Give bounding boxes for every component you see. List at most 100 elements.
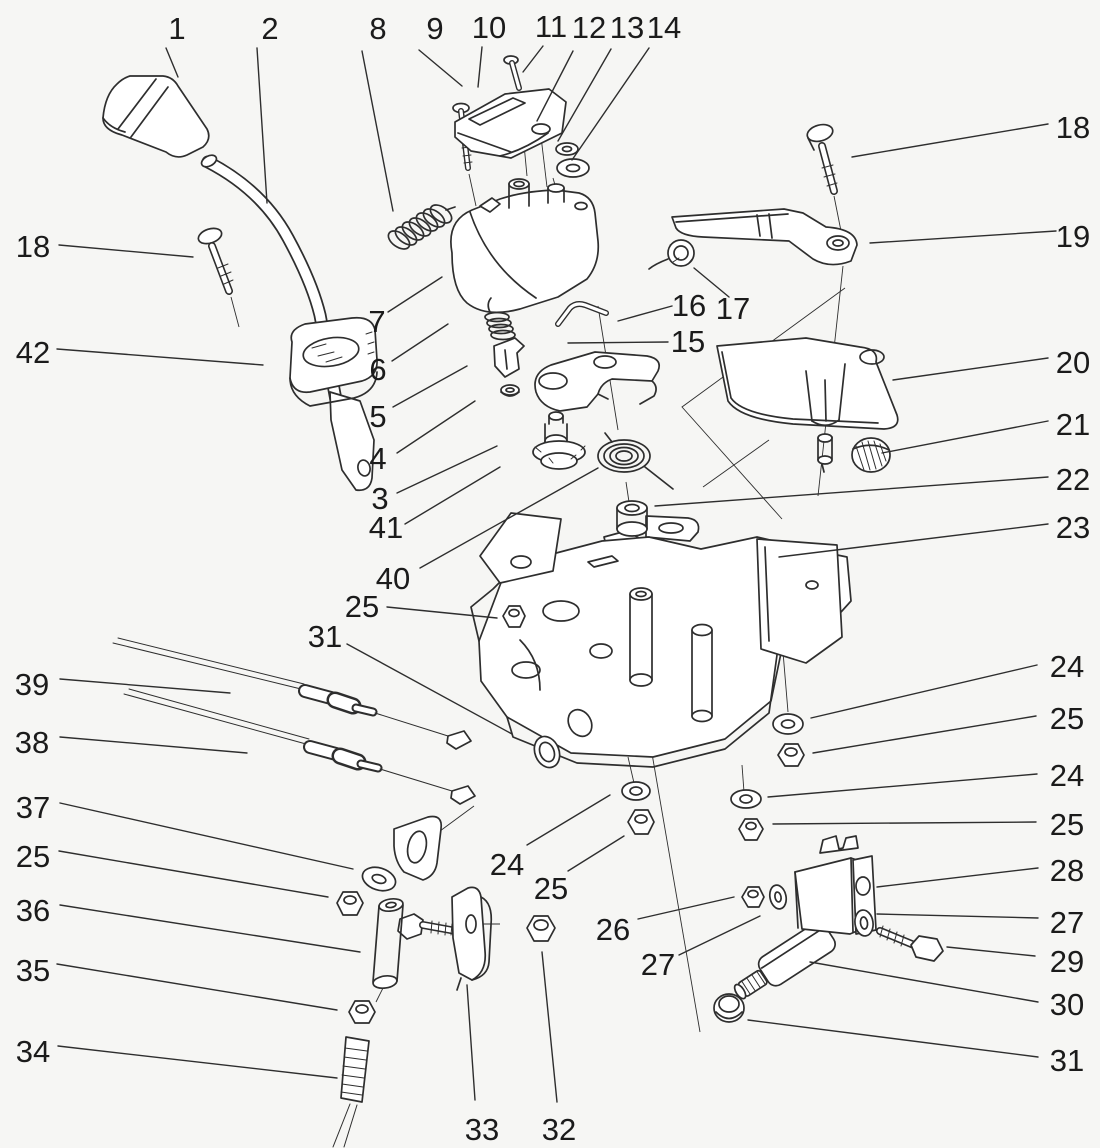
part-nut-35: [348, 1000, 376, 1024]
part-spool-3-41: [532, 411, 586, 470]
leader-line-16: [617, 305, 673, 322]
callout-40: 40: [376, 561, 410, 596]
callout-30: 30: [1050, 987, 1084, 1022]
part-linkage-bolt: [397, 913, 460, 940]
part-washer-27a: [768, 884, 788, 910]
part-washer-37: [361, 866, 397, 892]
part-nut-25a: [777, 743, 805, 767]
leader-line-41: [404, 466, 501, 525]
leader-line-17: [693, 267, 730, 298]
callout-24: 24: [1050, 649, 1084, 684]
leader-line-42: [56, 348, 264, 366]
leader-line-25: [772, 821, 1037, 825]
leader-line-34: [57, 1045, 338, 1079]
leader-line-18: [851, 123, 1049, 158]
leader-line-31: [747, 1019, 1039, 1058]
callout-9: 9: [426, 11, 443, 46]
callout-24: 24: [490, 847, 524, 882]
part-washer-27b: [854, 909, 874, 937]
leader-line-38: [59, 736, 248, 754]
callout-32: 32: [542, 1112, 576, 1147]
part-bushing-31: [713, 993, 745, 1023]
callout-27: 27: [641, 947, 675, 982]
leader-line-2: [256, 47, 268, 204]
callout-23: 23: [1056, 510, 1090, 545]
part-upper-plate: [479, 512, 562, 584]
leader-line-24: [810, 664, 1038, 719]
part-coil-spring-40: [597, 432, 674, 490]
callout-15: 15: [671, 324, 705, 359]
callout-3: 3: [371, 481, 388, 516]
callout-22: 22: [1056, 462, 1090, 497]
callout-2: 2: [261, 11, 278, 46]
callout-27: 27: [1050, 905, 1084, 940]
callout-36: 36: [16, 893, 50, 928]
leader-line-30: [809, 961, 1039, 1003]
leader-line-37: [59, 802, 354, 870]
callout-7: 7: [368, 304, 385, 339]
leader-line-27: [678, 915, 761, 956]
part-washer-24b: [730, 789, 762, 809]
part-bolt-18-left: [197, 227, 234, 295]
callout-35: 35: [16, 953, 50, 988]
part-bolt-18-right: [806, 123, 838, 195]
leader-line-39: [59, 678, 231, 694]
callout-28: 28: [1050, 853, 1084, 888]
callout-21: 21: [1056, 407, 1090, 442]
callout-26: 26: [596, 912, 630, 947]
callout-38: 38: [15, 725, 49, 760]
leader-line-11: [522, 45, 544, 73]
leader-line-6: [391, 323, 449, 362]
callout-31: 31: [308, 619, 342, 654]
part-spring-8: [387, 204, 456, 250]
leader-line-5: [392, 365, 468, 408]
callout-18: 18: [1056, 110, 1090, 145]
leader-line-26: [637, 896, 735, 920]
part-knob: [102, 75, 210, 158]
part-clamp-housing: [289, 316, 378, 407]
part-grommet-31: [533, 735, 561, 769]
part-knurled-cap-21: [851, 437, 891, 473]
callout-1: 1: [168, 11, 185, 46]
leader-line-21: [881, 420, 1049, 454]
callout-25: 25: [1050, 807, 1084, 842]
leader-line-12: [536, 50, 574, 122]
callout-5: 5: [369, 399, 386, 434]
part-shift-shaft: [200, 154, 375, 492]
part-rod-30: [733, 921, 836, 1000]
part-nut-25e: [627, 809, 655, 835]
leader-line-15: [567, 341, 669, 344]
leader-line-1: [165, 47, 179, 78]
part-cable-38: [123, 688, 476, 805]
leader-line-31: [346, 643, 513, 735]
callout-18: 18: [16, 229, 50, 264]
part-link-arm: [393, 815, 443, 881]
leader-line-14: [571, 47, 650, 161]
leader-line-24: [526, 794, 611, 846]
leader-line-18: [58, 244, 194, 258]
part-bolt-11: [503, 55, 522, 91]
callout-6: 6: [369, 352, 386, 387]
part-bracket-33: [451, 886, 493, 991]
leader-line-40: [419, 467, 599, 569]
part-washer-13: [555, 142, 579, 156]
callout-41: 41: [369, 510, 403, 545]
leader-line-27: [876, 913, 1039, 919]
part-spring-6: [484, 297, 516, 341]
callout-24: 24: [1050, 758, 1084, 793]
leader-line-25: [386, 606, 498, 619]
callout-29: 29: [1050, 944, 1084, 979]
callout-34: 34: [16, 1034, 50, 1069]
part-cable-end-34: [332, 1036, 370, 1148]
callout-19: 19: [1056, 219, 1090, 254]
part-clip-5: [493, 337, 525, 378]
part-cable-39: [112, 637, 472, 750]
callout-42: 42: [16, 335, 50, 370]
callout-37: 37: [16, 790, 50, 825]
leader-line-23: [778, 523, 1049, 558]
leader-line-25: [567, 835, 625, 872]
leader-line-25: [812, 715, 1037, 754]
